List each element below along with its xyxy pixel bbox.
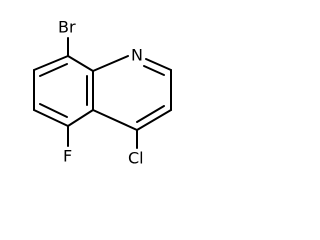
bromine-label: Br [58,18,76,37]
bond-c8-c8a [67,55,94,72]
chlorine-label: Cl [128,149,144,168]
double-bond-n1-c2-inner [143,65,165,76]
bond-c7-c8 [33,55,69,71]
bond-c5-c6 [33,109,69,127]
molecule-structure: Br N F Cl [33,18,172,168]
double-bond-c5-c6-inner [39,103,68,118]
bond-c8a-n1 [92,55,129,72]
nitrogen-label: N [131,46,143,65]
bond-n1-c2 [145,58,172,71]
bond-c4-c4a [92,109,138,131]
double-bond-c3-c4-inner [136,105,165,123]
bond-c3-c4 [136,109,172,131]
bond-c4a-c5 [67,109,94,127]
fluorine-label: F [63,147,72,166]
double-bond-c7-c8-inner [39,63,68,77]
